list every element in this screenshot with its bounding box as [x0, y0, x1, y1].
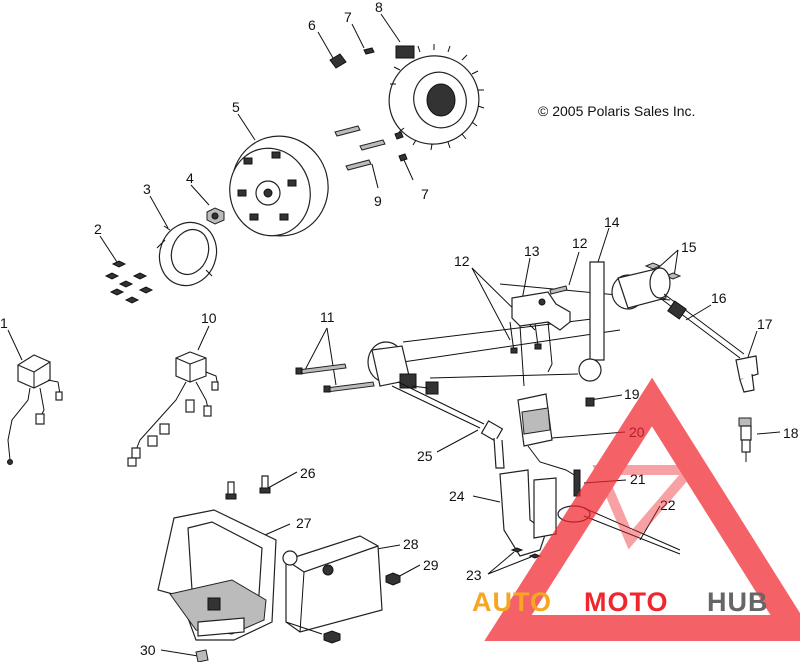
part-6-clip: [329, 53, 347, 69]
callout-24: 24: [449, 488, 465, 504]
part-26-studs: [225, 475, 271, 500]
callout-18: 18: [783, 425, 799, 441]
callout-21: 21: [630, 471, 646, 487]
part-1-relay: [7, 354, 63, 465]
callout-17: 17: [757, 316, 773, 332]
callout-7-top: 7: [344, 9, 352, 25]
watermark-hub: HUB: [707, 587, 769, 617]
callout-15: 15: [681, 239, 697, 255]
part-2-bolts: [104, 260, 154, 304]
callout-26: 26: [300, 465, 316, 481]
part-10-connector: [127, 351, 219, 467]
callout-27: 27: [296, 515, 312, 531]
part-14-strap: [578, 261, 605, 407]
callout-9: 9: [374, 193, 382, 209]
callout-11: 11: [320, 309, 335, 325]
part-27-frame: [157, 509, 277, 641]
callout-13: 13: [524, 243, 540, 259]
callout-8: 8: [375, 0, 383, 15]
watermark-auto: AUTO: [472, 587, 552, 617]
part-20-coil: [517, 393, 577, 477]
part-17-cap: [735, 355, 759, 393]
watermark-logo: [484, 377, 800, 641]
part-7-screw: [363, 47, 408, 162]
callout-14: 14: [604, 214, 620, 230]
part-15-nuts: [644, 262, 682, 280]
callout-3: 3: [143, 181, 151, 197]
part-8-stator: [388, 44, 485, 151]
watermark-text: AUTO MOTO HUB: [472, 587, 769, 617]
part-3-ring: [156, 221, 218, 287]
part-16-coil: [611, 267, 745, 359]
callout-22: 22: [660, 497, 676, 513]
watermark-moto: MOTO: [584, 587, 669, 617]
part-9-bolts: [334, 125, 404, 171]
part-18-spark-plug: [738, 417, 752, 462]
part-ignition-coil-left: [367, 341, 505, 469]
callout-4: 4: [186, 170, 194, 186]
callout-30: 30: [140, 642, 156, 658]
callout-29: 29: [423, 557, 439, 573]
part-23-nuts: [510, 547, 542, 559]
callout-7-bottom: 7: [421, 186, 429, 202]
callout-1: 1: [0, 315, 8, 331]
callout-12-left: 12: [454, 253, 470, 269]
callout-10: 10: [201, 310, 217, 326]
leader-lines: [7, 13, 781, 657]
part-29-nut: [385, 572, 401, 586]
callout-23: 23: [466, 567, 482, 583]
part-24-bracket: [499, 469, 557, 557]
part-30-clip: [195, 649, 209, 663]
callout-28: 28: [403, 536, 419, 552]
part-11-long-bolts: [295, 363, 375, 393]
callout-16: 16: [711, 290, 727, 306]
watermark-triangle: [484, 377, 800, 641]
part-28-box: [282, 535, 383, 644]
part-5-flywheel: [229, 135, 329, 237]
watermark-inner-triangle: [592, 465, 701, 550]
copyright-notice: © 2005 Polaris Sales Inc.: [538, 103, 696, 119]
callout-5: 5: [232, 99, 240, 115]
callout-6: 6: [308, 17, 316, 33]
callout-19: 19: [624, 386, 640, 402]
part-4-nut: [206, 207, 225, 225]
part-21-pin: [573, 469, 581, 497]
part-13-bracket: [511, 291, 571, 387]
callout-12-right: 12: [572, 235, 588, 251]
callout-2: 2: [94, 221, 102, 237]
callout-25: 25: [417, 448, 433, 464]
